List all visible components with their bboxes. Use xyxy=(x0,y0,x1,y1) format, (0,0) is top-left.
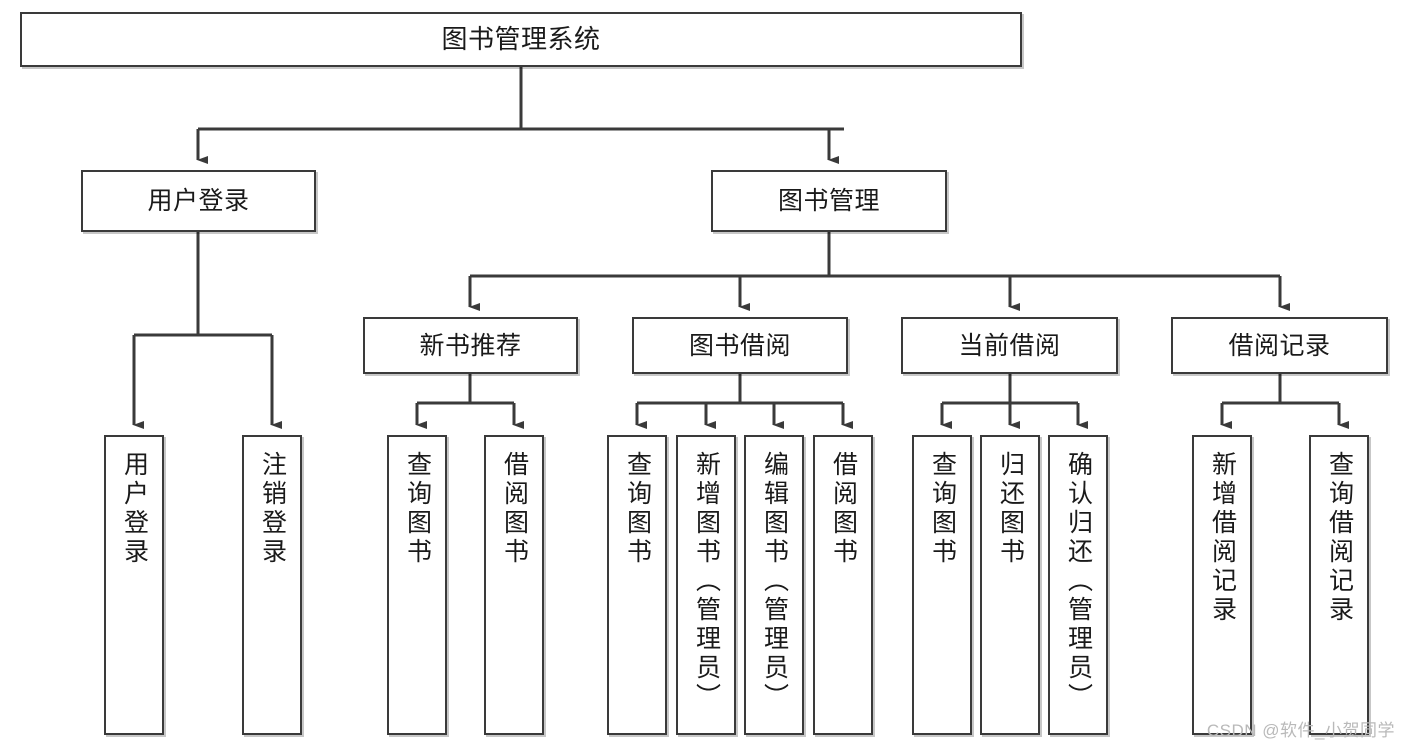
node-label: 新增借阅记录 xyxy=(1208,451,1237,625)
leaf-query-book-recommend[interactable]: 查询图书 xyxy=(387,435,447,735)
leaf-query-book-current[interactable]: 查询图书 xyxy=(912,435,972,735)
node-new-book-recommendation[interactable]: 新书推荐 xyxy=(363,317,578,374)
node-label: 确认归还（管理员） xyxy=(1064,451,1093,712)
node-label: 编辑图书（管理员） xyxy=(760,451,789,712)
node-label: 查询借阅记录 xyxy=(1325,451,1354,625)
node-user-login[interactable]: 用户登录 xyxy=(81,170,316,232)
node-label: 当前借阅 xyxy=(958,331,1061,360)
node-book-management[interactable]: 图书管理 xyxy=(711,170,947,232)
node-root-book-management-system[interactable]: 图书管理系统 xyxy=(20,12,1022,67)
node-label: 用户登录 xyxy=(147,187,250,215)
node-label: 归还图书 xyxy=(996,451,1025,567)
leaf-return-book[interactable]: 归还图书 xyxy=(980,435,1040,735)
node-label: 查询图书 xyxy=(403,451,432,567)
leaf-user-login[interactable]: 用户登录 xyxy=(104,435,164,735)
node-borrow-record[interactable]: 借阅记录 xyxy=(1171,317,1388,374)
leaf-add-book-admin[interactable]: 新增图书（管理员） xyxy=(676,435,736,735)
node-label: 借阅图书 xyxy=(829,451,858,567)
csdn-watermark: CSDN @软件_小贺同学 xyxy=(1206,721,1395,740)
leaf-borrow-book[interactable]: 借阅图书 xyxy=(813,435,873,735)
node-label: 图书管理 xyxy=(777,187,880,215)
node-label: 查询图书 xyxy=(623,451,652,567)
leaf-borrow-book-recommend[interactable]: 借阅图书 xyxy=(484,435,544,735)
leaf-confirm-return-admin[interactable]: 确认归还（管理员） xyxy=(1048,435,1108,735)
node-label: 新增图书（管理员） xyxy=(692,451,721,712)
node-label: 图书管理系统 xyxy=(441,23,601,54)
leaf-edit-book-admin[interactable]: 编辑图书（管理员） xyxy=(744,435,804,735)
leaf-query-borrow-record[interactable]: 查询借阅记录 xyxy=(1309,435,1369,735)
node-label: 借阅图书 xyxy=(500,451,529,567)
leaf-query-book-borrow[interactable]: 查询图书 xyxy=(607,435,667,735)
leaf-logout-login[interactable]: 注销登录 xyxy=(242,435,302,735)
node-label: 注销登录 xyxy=(258,451,287,567)
node-label: 查询图书 xyxy=(928,451,957,567)
node-label: 图书借阅 xyxy=(688,331,791,360)
node-label: 用户登录 xyxy=(120,451,149,567)
node-label: 借阅记录 xyxy=(1228,331,1331,360)
leaf-add-borrow-record[interactable]: 新增借阅记录 xyxy=(1192,435,1252,735)
node-current-borrowing[interactable]: 当前借阅 xyxy=(901,317,1118,374)
node-label: 新书推荐 xyxy=(419,331,522,360)
node-book-borrowing[interactable]: 图书借阅 xyxy=(632,317,848,374)
